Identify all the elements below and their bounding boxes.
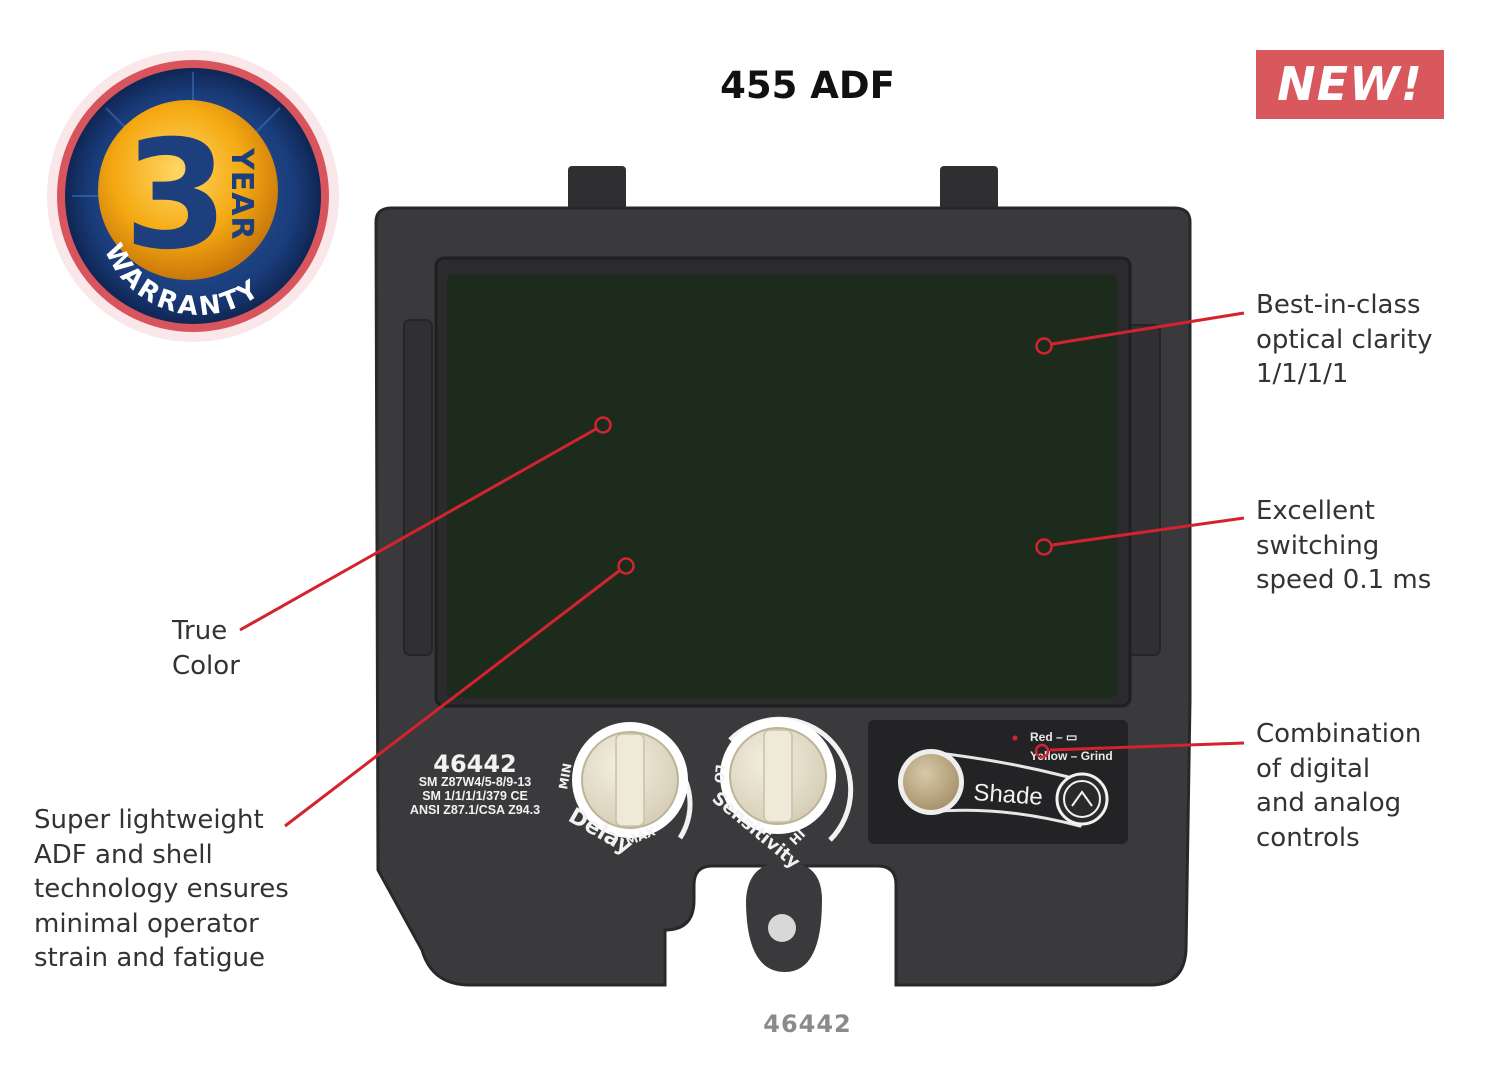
warranty-year: YEAR [224,147,259,241]
callout-optical-clarity: Best-in-class optical clarity 1/1/1/1 [1256,288,1433,392]
new-badge: NEW! [1256,50,1444,119]
callout-line: switching [1256,530,1380,561]
callout-line: 1/1/1/1 [1256,359,1349,389]
delay-knob[interactable] [572,722,693,840]
lens [447,274,1117,698]
warranty-number: 3 [124,109,228,283]
callout-line: technology ensures [34,874,289,904]
spec-line-1: SM Z87W4/5-8/9-13 [419,775,532,789]
callout-controls: Combination of digital and analog contro… [1256,717,1421,855]
shade-up-button[interactable] [1055,772,1109,826]
shade-label: Shade [973,779,1044,811]
legend-yellow: Yellow – Grind [1030,749,1113,763]
callout-line: True [172,616,228,646]
status-led-icon [1012,735,1018,741]
callout-line: speed 0.1 ms [1256,565,1432,595]
callout-line: Excellent [1256,496,1375,526]
spec-line-3: ANSI Z87.1/CSA Z94.3 [410,803,540,817]
callout-line: of digital [1256,753,1371,784]
callout-true-color: True Color [172,614,240,683]
callout-line: optical clarity [1256,324,1433,355]
callout-line: controls [1256,822,1360,853]
sensitivity-lo-label: LO [710,764,727,784]
callout-line: strain and fatigue [34,943,265,973]
page-title: 455 ADF [720,64,895,107]
sensitivity-knob[interactable] [720,716,854,842]
model-number: 46442 [433,750,517,778]
part-number: 46442 [763,1010,852,1038]
callout-lightweight: Super lightweight ADF and shell technolo… [34,803,289,976]
delay-min-label: MIN [556,762,574,790]
callout-line: Combination [1256,719,1422,749]
spec-line-2: SM 1/1/1/1/379 CE [422,789,528,803]
legend-red: Red – ▭ [1030,730,1077,744]
chevron-up-icon [1071,790,1093,807]
led-window [903,754,959,810]
callout-switching-speed: Excellent switching speed 0.1 ms [1256,494,1431,598]
callout-line: Color [172,650,240,681]
warranty-seal: 3 YEAR WARRANTY [47,50,339,342]
callout-line: Super lightweight [34,805,264,835]
callout-line: Best-in-class [1256,290,1421,320]
callout-line: and analog [1256,788,1402,818]
callout-lines [239,311,1245,828]
callout-line: ADF and shell [34,839,213,870]
callout-line: minimal operator [34,908,259,939]
